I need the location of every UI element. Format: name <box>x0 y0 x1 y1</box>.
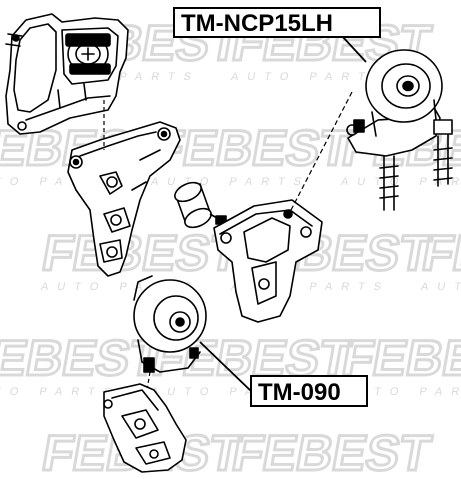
part-number-callout-top: TM-NCP15LH <box>173 7 381 38</box>
callout-leader-top <box>341 35 367 63</box>
right-engine-mount <box>346 49 453 211</box>
watermark-brand-text: FEBEST <box>148 119 355 176</box>
watermark-brand-text: FEBEST <box>228 424 435 479</box>
watermark-sub-text: AUTO PARTS <box>150 176 311 188</box>
center-right-bracket <box>213 199 323 323</box>
bottom-bracket <box>103 383 187 473</box>
watermark-sub-text: AUTO PARTS <box>0 386 121 398</box>
callout-leader-bottom <box>199 341 253 393</box>
watermark-sub-text: AUTO PARTS <box>420 281 461 293</box>
center-bushing <box>174 181 227 229</box>
watermark-sub-text: AUTO PARTS <box>40 281 201 293</box>
watermark-sub-text: AUTO PARTS <box>230 71 391 83</box>
watermark-brand-text: FEBEST <box>0 329 165 386</box>
part-number-callout-bottom: TM-090 <box>250 375 368 407</box>
watermark-sub-text: AUTO PARTS <box>340 176 461 188</box>
watermark-sub-text: AUTO PARTS <box>340 386 461 398</box>
lower-engine-mount <box>133 275 207 373</box>
lower-left-bracket <box>67 121 181 277</box>
watermark-sub-text: AUTO PARTS <box>40 71 201 83</box>
watermark-brand-text: FEBEST <box>38 224 245 281</box>
assembly-leader-right <box>289 91 353 213</box>
watermark-sub-text: AUTO PARTS <box>150 386 311 398</box>
watermark-sub-text: AUTO PARTS <box>230 281 391 293</box>
watermark-sub-text: AUTO PARTS <box>0 176 121 188</box>
upper-left-mount-bracket <box>5 13 129 135</box>
